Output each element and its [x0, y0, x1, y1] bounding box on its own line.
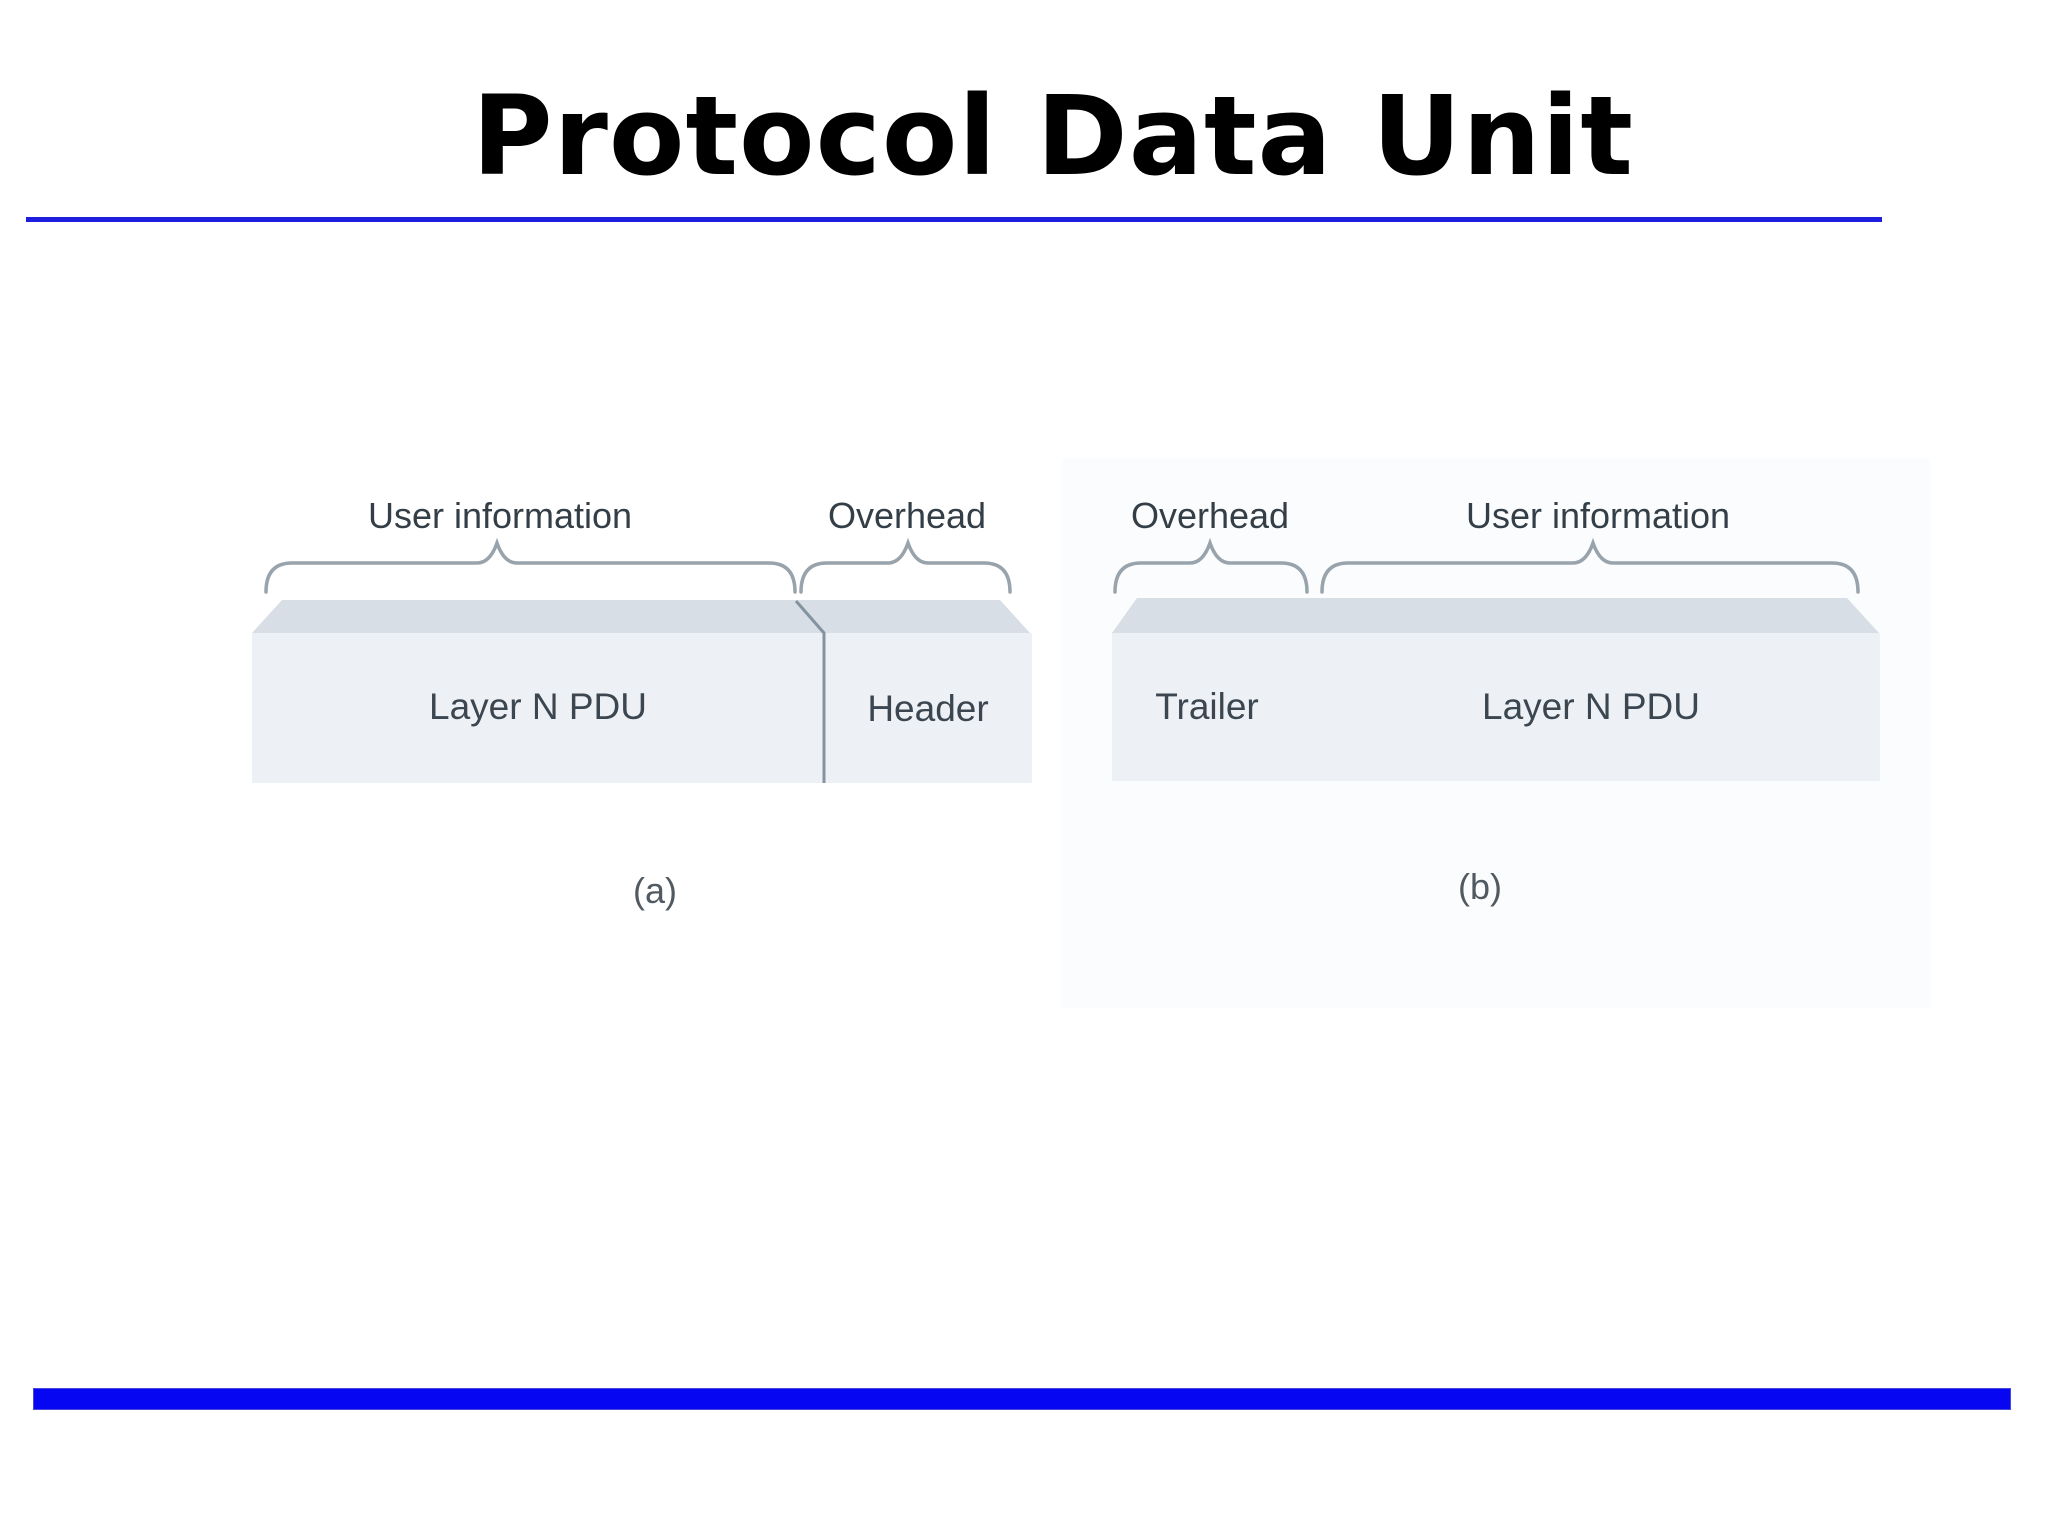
diagram-a-caption: (a) — [633, 870, 677, 911]
diagram-a-section-divider — [794, 600, 826, 783]
curly-brace-icon-a-overhead — [799, 537, 1012, 594]
diagram-a-label-user-information: User information — [367, 495, 633, 536]
title-underline-rule — [26, 217, 1882, 222]
diagram-b-box-front-face — [1112, 633, 1880, 781]
curly-brace-icon-b-user-information — [1320, 537, 1860, 594]
curly-brace-icon-b-overhead — [1113, 537, 1309, 594]
diagram-b-caption: (b) — [1458, 866, 1502, 907]
diagram-b-box-top-face — [1112, 598, 1879, 633]
diagram-b-label-user-information: User information — [1465, 495, 1731, 536]
diagram-b-label-overhead: Overhead — [1130, 495, 1290, 536]
footer-rule-bar — [34, 1389, 2010, 1409]
page-title: Protocol Data Unit — [472, 72, 1634, 200]
diagram-b-section-layer-n-pdu: Layer N PDU — [1482, 686, 1700, 727]
curly-brace-icon-a-user-information — [264, 537, 797, 594]
diagram-b-section-trailer: Trailer — [1155, 686, 1259, 727]
diagram-a-box-top-face — [252, 600, 1030, 633]
diagram-a-section-header: Header — [867, 688, 989, 729]
diagram-a-box-front-face — [252, 633, 1032, 783]
diagram-a-label-overhead: Overhead — [827, 495, 987, 536]
diagram-a-section-layer-n-pdu: Layer N PDU — [429, 686, 647, 727]
